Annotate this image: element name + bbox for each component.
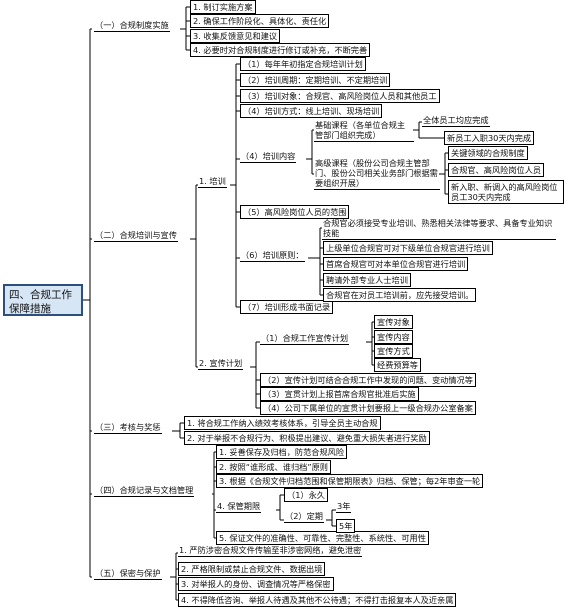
publicity-plan: （1）合规工作宣传计划 — [260, 333, 350, 345]
advanced-course-item-3: 新入职、新调入的高风险岗位员工30天内完成 — [448, 180, 564, 204]
section-4-item-1: 1. 妥善保存及归档，防范合规风险 — [216, 445, 348, 459]
publicity-plan-item-2: 宣传内容 — [374, 330, 413, 344]
section-5-item-3: 3. 对举报人的身份、调查情况等严格保密 — [178, 577, 334, 591]
publicity-plan-item-3: 宣传方式 — [374, 344, 413, 358]
publicity-plan-item-4: 经费预算等 — [374, 358, 421, 372]
section-5-item-1: 1. 严防涉密合规文件传输至非涉密网络，避免泄密 — [178, 545, 363, 557]
advanced-course-item-1: 关键领域的合规制度 — [448, 146, 528, 160]
section-4-item-5: 5. 保证文件的准确性、可靠性、完整性、系统性、可用性 — [216, 531, 429, 545]
principle-4: 聘请外部专业人士培训 — [323, 273, 411, 287]
section-5-item-2: 2. 严格限制或禁止合规文件、数据出境 — [178, 562, 326, 576]
training-principles-label: （6）培训原则： — [240, 250, 305, 262]
principle-3: 首席合规官可对本单位合规官进行培训 — [323, 257, 469, 271]
training-label: 1. 培训 — [198, 176, 227, 188]
section-1-item-3: 3. 收集反馈意见和建议 — [190, 29, 281, 43]
principle-5: 合规官在对员工培训前，应先接受培训。 — [323, 288, 477, 302]
section-1-label: （一）合规制度实施 — [94, 20, 170, 32]
section-1-item-4: 4. 必要时对合规制度进行修订或补充，不断完善 — [190, 43, 371, 57]
section-4-label: （四）合规记录与文档管理 — [94, 485, 195, 497]
section-4-item-4: 4. 保管期限 — [216, 501, 262, 513]
principle-2: 上级单位合规官可对下级单位合规官进行培训 — [323, 241, 493, 255]
basic-course-item-1: 全体员工均应完成 — [422, 115, 490, 127]
publicity-plan-item-1: 宣传对象 — [374, 315, 413, 329]
retention-3-years: 3年 — [336, 501, 352, 513]
retention-permanent: （1）永久 — [284, 488, 328, 502]
publicity-item-2: （2）宣传计划可结合合规工作中发现的问题、变动情况等 — [260, 373, 476, 387]
training-item-1: （1）每年年初指定合规培训计划 — [240, 57, 366, 71]
advanced-course-item-2: 合规官、高风险岗位人员 — [448, 163, 545, 177]
root-node: 四、合规工作保障措施 — [3, 284, 83, 316]
section-3-item-1: 1. 将合规工作纳入绩效考核体系，引导全员主动合规 — [184, 416, 381, 430]
retention-fixed: （2）定期 — [284, 511, 324, 523]
basic-course: 基础课程（各单位合规主管部门组织完成） — [314, 120, 414, 142]
section-2-label: （二）合规培训与宣传 — [94, 230, 178, 242]
section-3-item-2: 2. 对于举报不合规行为、积极提出建议、避免重大损失者进行奖励 — [184, 431, 430, 445]
section-1-item-1: 1. 制订实施方案 — [190, 0, 256, 14]
section-3-label: （三）考核与奖惩 — [94, 422, 162, 434]
basic-course-item-2: 新员工入职30天内完成 — [444, 131, 535, 145]
publicity-label: 2. 宣传计划 — [198, 358, 244, 370]
publicity-item-4: （4）公司下属单位的宣贯计划要报上一级合规办公室备案 — [260, 401, 476, 415]
retention-5-years: 5年 — [336, 519, 356, 533]
training-item-3: （3）培训对象：合规官、高风险岗位人员和其他员工 — [240, 89, 440, 103]
training-item-7: （7）培训形成书面记录 — [240, 300, 334, 314]
section-4-item-3: 3. 根据《合规文件归档范围和保管期限表》归档、保管；每2年审查一轮 — [216, 474, 484, 488]
advanced-course: 高级课程（股份公司合规主管部门、股份公司相关业务部门根据需要组织开展） — [314, 158, 440, 190]
section-5-item-4: 4. 不得降低咨询、举报人待遇及其他不公待遇；不得打击报复本人及近亲属 — [178, 593, 457, 607]
training-content-label: （4）培训内容 — [240, 151, 297, 163]
training-item-2: （2）培训周期：定期培训、不定期培训 — [240, 73, 391, 87]
principle-1: 合规官必须接受专业培训、熟悉相关法律等要求、具备专业知识技能 — [322, 218, 556, 240]
section-1-item-2: 2. 确保工作阶段化、具体化、责任化 — [190, 14, 330, 28]
publicity-item-3: （3）宣贯计划上报首席合规官批准后实施 — [260, 387, 419, 401]
section-4-item-2: 2. 按照“谁形成、谁归档”原则 — [216, 460, 331, 474]
training-item-5: （5）高风险岗位人员的范围 — [240, 205, 350, 219]
section-5-label: （五）保密与保护 — [94, 568, 162, 580]
training-item-4: （4）培训方式：线上培训、现场培训 — [240, 104, 383, 118]
